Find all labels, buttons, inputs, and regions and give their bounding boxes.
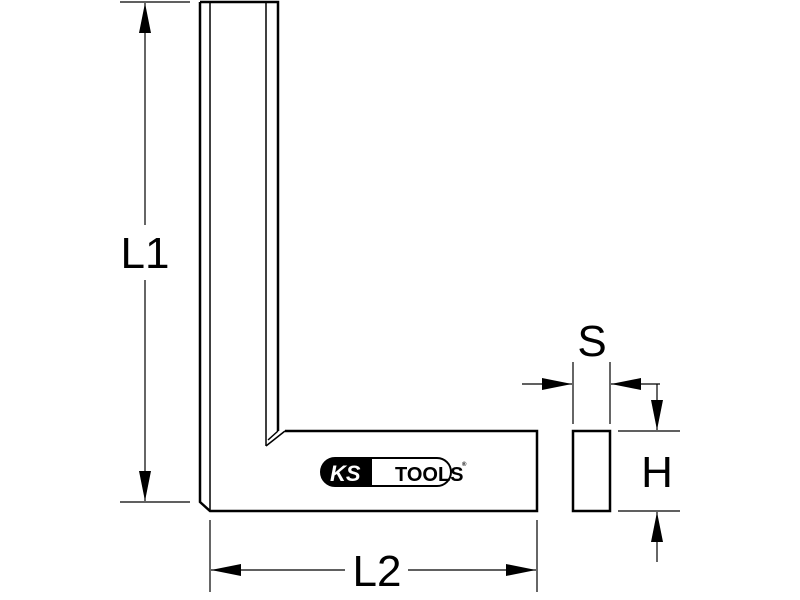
h-dimension (618, 384, 680, 562)
h-label: H (641, 448, 673, 497)
l1-dimension (120, 1, 190, 503)
flat-square-outline (198, 0, 539, 513)
s-label: S (577, 317, 606, 366)
s-dimension (522, 362, 660, 424)
logo-mark: KS (330, 461, 361, 486)
l2-label: L2 (353, 547, 402, 596)
l2-dimension (209, 520, 538, 592)
ks-tools-logo: KS TOOLS ® (320, 457, 467, 487)
l1-label: L1 (121, 229, 170, 278)
cross-section (571, 429, 612, 513)
logo-registered: ® (462, 461, 467, 468)
logo-name: TOOLS (395, 464, 464, 486)
